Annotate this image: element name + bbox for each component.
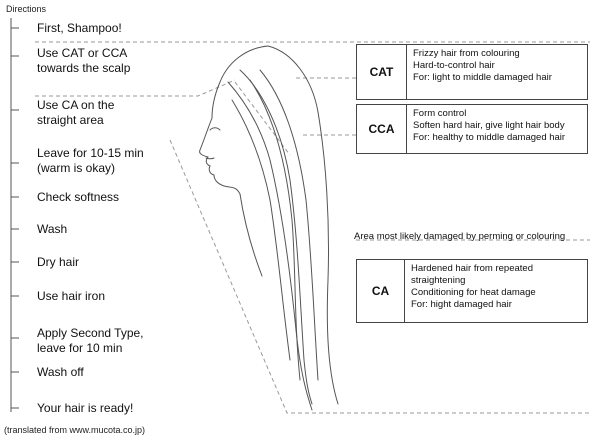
woman-illustration	[199, 45, 339, 411]
step-use-cat-cca: Use CAT or CCA towards the scalp	[37, 46, 130, 76]
step-line: First, Shampoo!	[37, 21, 122, 35]
product-desc-ca: Hardened hair from repeated straightenin…	[405, 260, 536, 322]
desc-line: Hardened hair from repeated	[411, 263, 533, 274]
step-check-softness: Check softness	[37, 190, 119, 205]
step-line: Use hair iron	[37, 289, 106, 303]
step-line: Wash	[37, 222, 68, 236]
product-code-cca: CCA	[357, 105, 407, 153]
step-line: Use CA on the	[37, 98, 115, 112]
step-line: straight area	[37, 113, 104, 127]
desc-line: Soften hard hair, give light hair body	[413, 120, 565, 131]
product-code-cat: CAT	[357, 45, 407, 99]
step-line: towards the scalp	[37, 61, 131, 75]
dashed-guides	[35, 41, 590, 414]
step-wash-off: Wash off	[37, 365, 84, 380]
step-dry-hair: Dry hair	[37, 255, 79, 270]
step-line: leave for 10 min	[37, 341, 123, 355]
directions-heading: Directions	[6, 4, 47, 14]
step-line: Dry hair	[37, 255, 80, 269]
source-note: (translated from www.mucota.co.jp)	[4, 425, 146, 435]
product-code-ca: CA	[357, 260, 405, 322]
desc-line: Form control	[413, 108, 467, 119]
desc-line: For: light to middle damaged hair	[413, 72, 552, 83]
step-hair-iron: Use hair iron	[37, 289, 105, 304]
desc-line: straightening	[411, 275, 466, 286]
product-desc-cat: Frizzy hair from colouring Hard-to-contr…	[407, 45, 552, 99]
step-line: Leave for 10-15 min	[37, 146, 144, 160]
desc-line: For: healthy to middle damaged hair	[413, 132, 566, 143]
step-line: (warm is okay)	[37, 161, 116, 175]
step-use-ca: Use CA on the straight area	[37, 98, 114, 128]
desc-line: Frizzy hair from colouring	[413, 48, 520, 59]
step-line: Apply Second Type,	[37, 326, 144, 340]
product-box-ca: CA Hardened hair from repeated straighte…	[356, 259, 588, 323]
step-second-type: Apply Second Type, leave for 10 min	[37, 326, 144, 356]
step-line: Check softness	[37, 190, 120, 204]
step-wash: Wash	[37, 222, 67, 237]
desc-line: For: hight damaged hair	[411, 299, 512, 310]
step-ready: Your hair is ready!	[37, 401, 133, 416]
step-line: Use CAT or CCA	[37, 46, 128, 60]
desc-line: Conditioning for heat damage	[411, 287, 536, 298]
product-desc-cca: Form control Soften hard hair, give ligh…	[407, 105, 565, 153]
step-line: Your hair is ready!	[37, 401, 134, 415]
step-line: Wash off	[37, 365, 84, 379]
product-box-cat: CAT Frizzy hair from colouring Hard-to-c…	[356, 44, 588, 100]
timeline-ticks	[11, 27, 19, 409]
damage-area-note: Area most likely damaged by perming or c…	[354, 231, 566, 242]
step-shampoo: First, Shampoo!	[37, 21, 122, 36]
step-leave: Leave for 10-15 min (warm is okay)	[37, 146, 144, 176]
product-box-cca: CCA Form control Soften hard hair, give …	[356, 104, 588, 154]
desc-line: Hard-to-control hair	[413, 60, 495, 71]
